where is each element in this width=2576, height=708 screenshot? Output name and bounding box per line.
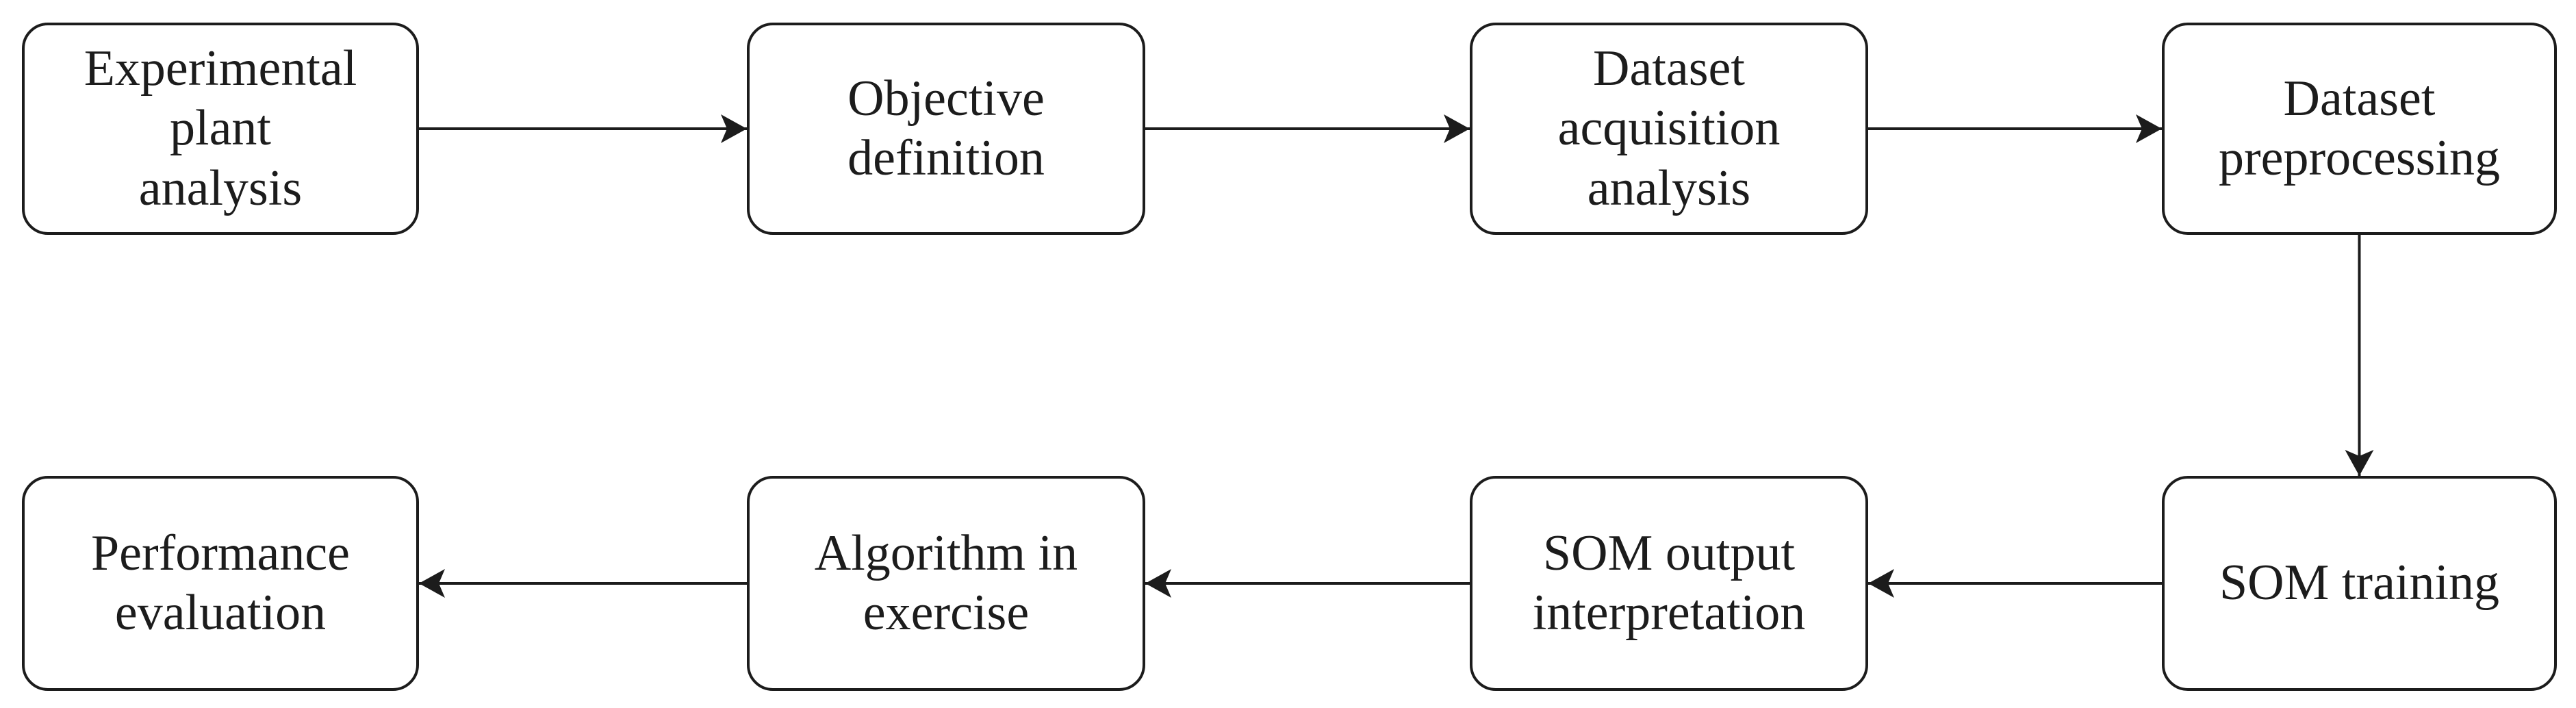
node-label: Objective definition <box>847 70 1045 186</box>
node-label: Dataset preprocessing <box>2219 70 2500 186</box>
node-performance-evaluation: Performance evaluation <box>22 476 419 691</box>
node-objective-definition: Objective definition <box>747 23 1145 235</box>
node-experimental-plant-analysis: Experimental plant analysis <box>22 23 419 235</box>
node-label: Performance evaluation <box>90 524 350 641</box>
node-label: Experimental plant analysis <box>84 40 357 216</box>
node-label: SOM training <box>2219 555 2500 611</box>
node-dataset-preprocessing: Dataset preprocessing <box>2162 23 2557 235</box>
node-label: SOM output interpretation <box>1532 524 1806 641</box>
node-som-training: SOM training <box>2162 476 2557 691</box>
node-label: Dataset acquisition analysis <box>1557 40 1781 216</box>
node-som-output-interpretation: SOM output interpretation <box>1470 476 1868 691</box>
node-algorithm-in-exercise: Algorithm in exercise <box>747 476 1145 691</box>
node-label: Algorithm in exercise <box>814 524 1078 641</box>
node-dataset-acquisition-analysis: Dataset acquisition analysis <box>1470 23 1868 235</box>
